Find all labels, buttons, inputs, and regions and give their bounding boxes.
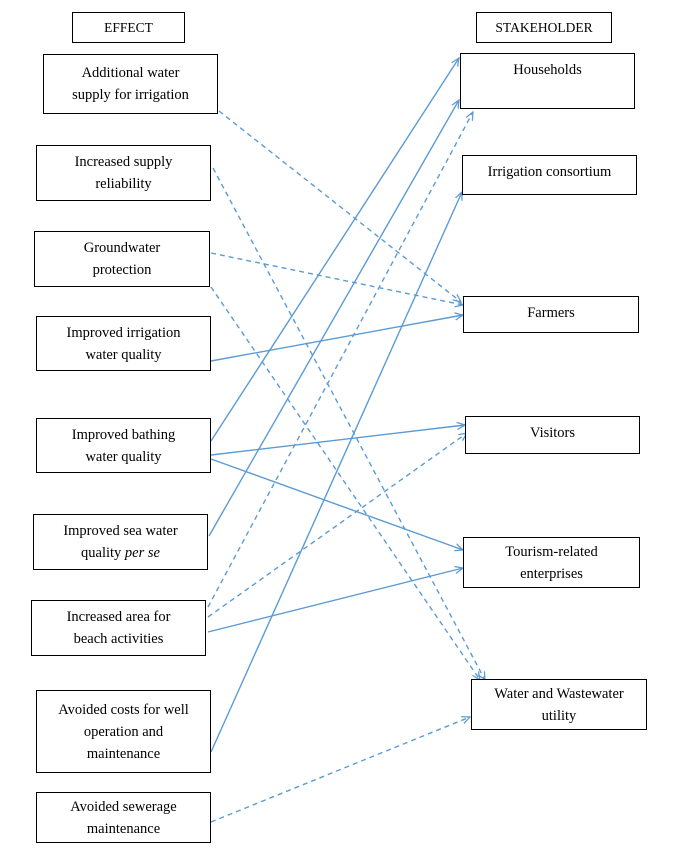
arrow-e8-to-s2	[210, 192, 463, 753]
effect-box-avoided-well-costs: Avoided costs for well operation and mai…	[36, 690, 211, 773]
effect-label-line: Increased area for	[66, 609, 171, 625]
stakeholder-label-line: Water and Wastewater	[494, 685, 624, 702]
effect-box-groundwater-protection: Groundwater protection	[34, 231, 210, 287]
connection-arrows	[207, 58, 485, 823]
effect-label-line: protection	[92, 262, 152, 278]
effect-label-line: beach activities	[73, 631, 164, 647]
effect-label-line: Groundwater	[83, 240, 161, 256]
stakeholder-box-farmers: Farmers	[463, 296, 639, 333]
arrow-e7-to-s5	[207, 568, 463, 633]
effect-box-improved-irrigation-water-quality: Improved irrigation water quality	[36, 316, 211, 371]
stakeholder-box-visitors: Visitors	[465, 416, 640, 454]
arrow-e3-to-s3	[210, 252, 463, 305]
effect-label-line: Improved bathing	[71, 426, 176, 443]
stakeholder-label-line: Irrigation consortium	[487, 164, 612, 180]
stakeholder-label-line: utility	[541, 707, 577, 724]
arrow-e5-to-s1	[210, 58, 459, 442]
stakeholder-label-line: Farmers	[527, 305, 575, 321]
stakeholder-box-households: Households	[460, 53, 635, 109]
stakeholder-label-line: enterprises	[520, 565, 583, 582]
arrow-e9-to-s6	[210, 717, 470, 823]
arrow-e5-to-s5	[210, 458, 463, 550]
arrow-e6-to-s1	[208, 100, 459, 537]
stakeholder-box-irrigation-consortium: Irrigation consortium	[462, 155, 637, 195]
stakeholder-box-water-wastewater-utility: Water and Wastewater utility	[471, 679, 647, 730]
effect-label-italic: per se	[124, 545, 160, 561]
effect-label-line: water quality	[85, 448, 162, 465]
effect-box-improved-sea-water-quality: Improved sea water quality per se	[33, 514, 208, 570]
effect-label-line: water quality	[85, 346, 162, 363]
effect-column-header: EFFECT	[72, 12, 185, 43]
effect-header-label: EFFECT	[104, 19, 153, 35]
effect-label-line: supply for irrigation	[72, 87, 189, 103]
effect-label-line: reliability	[95, 176, 152, 192]
arrow-e7-to-s4	[207, 433, 467, 618]
effect-label-line: Improved sea water	[63, 523, 178, 539]
effect-label-line: operation and	[83, 723, 164, 740]
effect-box-additional-water-supply: Additional water supply for irrigation	[43, 54, 218, 114]
effect-label-line: Avoided sewerage	[70, 798, 177, 815]
stakeholder-label-line: Visitors	[529, 425, 576, 441]
arrow-e7-to-s1	[207, 112, 473, 608]
stakeholder-label-line: Households	[513, 62, 582, 78]
effect-label-text: quality	[81, 545, 122, 561]
arrow-e5-to-s4	[210, 425, 465, 456]
arrow-e2-to-s6	[212, 167, 485, 680]
arrow-e3-to-s6	[210, 286, 480, 680]
arrow-e4-to-s3	[210, 315, 463, 362]
effect-box-increased-beach-area: Increased area for beach activities	[31, 600, 206, 656]
effect-label-line: Increased supply	[74, 154, 173, 170]
stakeholder-header-label: STAKEHOLDER	[495, 19, 593, 35]
effect-box-increased-supply-reliability: Increased supply reliability	[36, 145, 211, 201]
stakeholder-box-tourism-enterprises: Tourism-related enterprises	[463, 537, 640, 588]
effect-label-line: Additional water	[81, 65, 180, 81]
stakeholder-column-header: STAKEHOLDER	[476, 12, 612, 43]
effect-label-line: Avoided costs for well	[58, 701, 189, 718]
effect-label-line: quality per se	[63, 542, 177, 564]
effect-box-avoided-sewerage-maintenance: Avoided sewerage maintenance	[36, 792, 211, 843]
stakeholder-label-line: Tourism-related	[505, 543, 598, 560]
effect-label-line: maintenance	[86, 820, 161, 837]
effect-box-improved-bathing-water-quality: Improved bathing water quality	[36, 418, 211, 473]
arrow-e1-to-s3	[218, 110, 461, 302]
effect-label-line: maintenance	[86, 745, 161, 762]
effect-label-line: Improved irrigation	[66, 324, 181, 341]
